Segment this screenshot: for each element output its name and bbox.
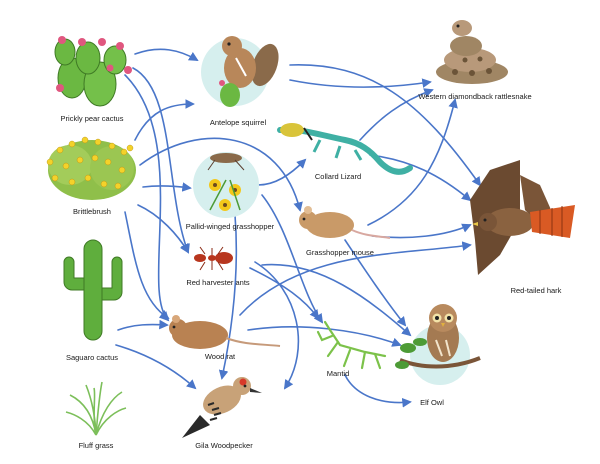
label-grasshopper: Pallid-winged grasshopper xyxy=(186,222,275,231)
gila-woodpecker-icon xyxy=(182,377,262,438)
arrow-grasshopper-to-woodpecker xyxy=(218,214,238,380)
label-mantid: Mantid xyxy=(327,369,350,378)
brittlebrush-icon xyxy=(46,136,136,200)
arrow-brittle-to-ants xyxy=(137,204,189,254)
grasshopper-mouse-icon xyxy=(299,206,391,239)
label-antelope-squirrel: Antelope squirrel xyxy=(210,118,267,127)
energy-flow-arrows xyxy=(115,48,482,408)
red-tailed-hawk-icon xyxy=(470,160,575,275)
antelope-squirrel-icon xyxy=(201,36,279,107)
arrow-pear-to-squirrel xyxy=(134,48,199,61)
label-saguaro-cactus: Saguaro cactus xyxy=(66,353,118,362)
mantid-icon xyxy=(316,320,387,370)
arrow-brittle-to-mouse xyxy=(139,137,303,212)
label-gila-woodpecker: Gila Woodpecker xyxy=(195,441,253,450)
label-collard-lizard: Collard Lizard xyxy=(315,172,361,181)
arrow-pear-to-woodrat xyxy=(124,74,170,322)
arrow-brittle-to-woodrat xyxy=(124,211,170,320)
prickly-pear-cactus-icon xyxy=(54,36,132,107)
fluff-grass-icon xyxy=(65,381,127,436)
arrow-lizard-to-hawk xyxy=(369,154,472,202)
grasshopper-icon xyxy=(193,152,259,218)
label-prickly-pear-cactus: Prickly pear cactus xyxy=(61,114,124,123)
arrow-mouse-to-hawk xyxy=(371,223,472,239)
arrow-squirrel-to-hawk xyxy=(289,64,482,187)
label-red-tailed-hark: Red-tailed hark xyxy=(511,286,562,295)
collared-lizard-icon xyxy=(277,123,413,175)
arrow-lizard-to-snake xyxy=(359,88,434,141)
arrow-mouse-to-snake xyxy=(367,98,458,226)
arrow-ants-to-owl xyxy=(261,263,412,337)
arrow-woodrat-to-hawk xyxy=(239,241,472,316)
arrow-ants-to-woodpecker xyxy=(254,261,300,390)
arrow-pear-to-ants xyxy=(132,67,190,254)
label-harvester-ants: Red harvester ants xyxy=(186,278,250,287)
arrow-grasshopper-to-lizard xyxy=(257,158,307,186)
wood-rat-icon xyxy=(169,315,281,349)
label-rattlesnake: Western diamondback rattlesnake xyxy=(418,92,531,101)
arrow-saguaro-to-woodrat xyxy=(117,319,169,331)
arrow-brittle-to-squirrel xyxy=(134,99,195,141)
label-wood-rat: Wood rat xyxy=(205,352,236,361)
label-grasshopper-mouse: Grasshopper mouse xyxy=(306,248,374,257)
arrow-ants-to-mantid xyxy=(249,267,320,320)
label-brittlebrush: Brittlebrush xyxy=(73,207,111,216)
harvester-ants-icon xyxy=(194,246,233,271)
label-fluff-grass: Fluff grass xyxy=(79,441,114,450)
arrow-woodrat-to-owl xyxy=(247,326,402,347)
arrow-saguaro-to-woodpecker xyxy=(115,344,197,390)
rattlesnake-icon xyxy=(436,20,508,84)
arrow-squirrel-to-snake xyxy=(289,78,432,88)
arrow-mouse-to-owl xyxy=(344,239,407,327)
label-elf-owl: Elf Owl xyxy=(420,398,444,407)
arrow-mantid-to-owl xyxy=(344,374,412,408)
elf-owl-icon xyxy=(395,304,481,385)
arrow-brittle-to-grasshopper xyxy=(142,182,192,192)
saguaro-cactus-icon xyxy=(63,239,123,341)
